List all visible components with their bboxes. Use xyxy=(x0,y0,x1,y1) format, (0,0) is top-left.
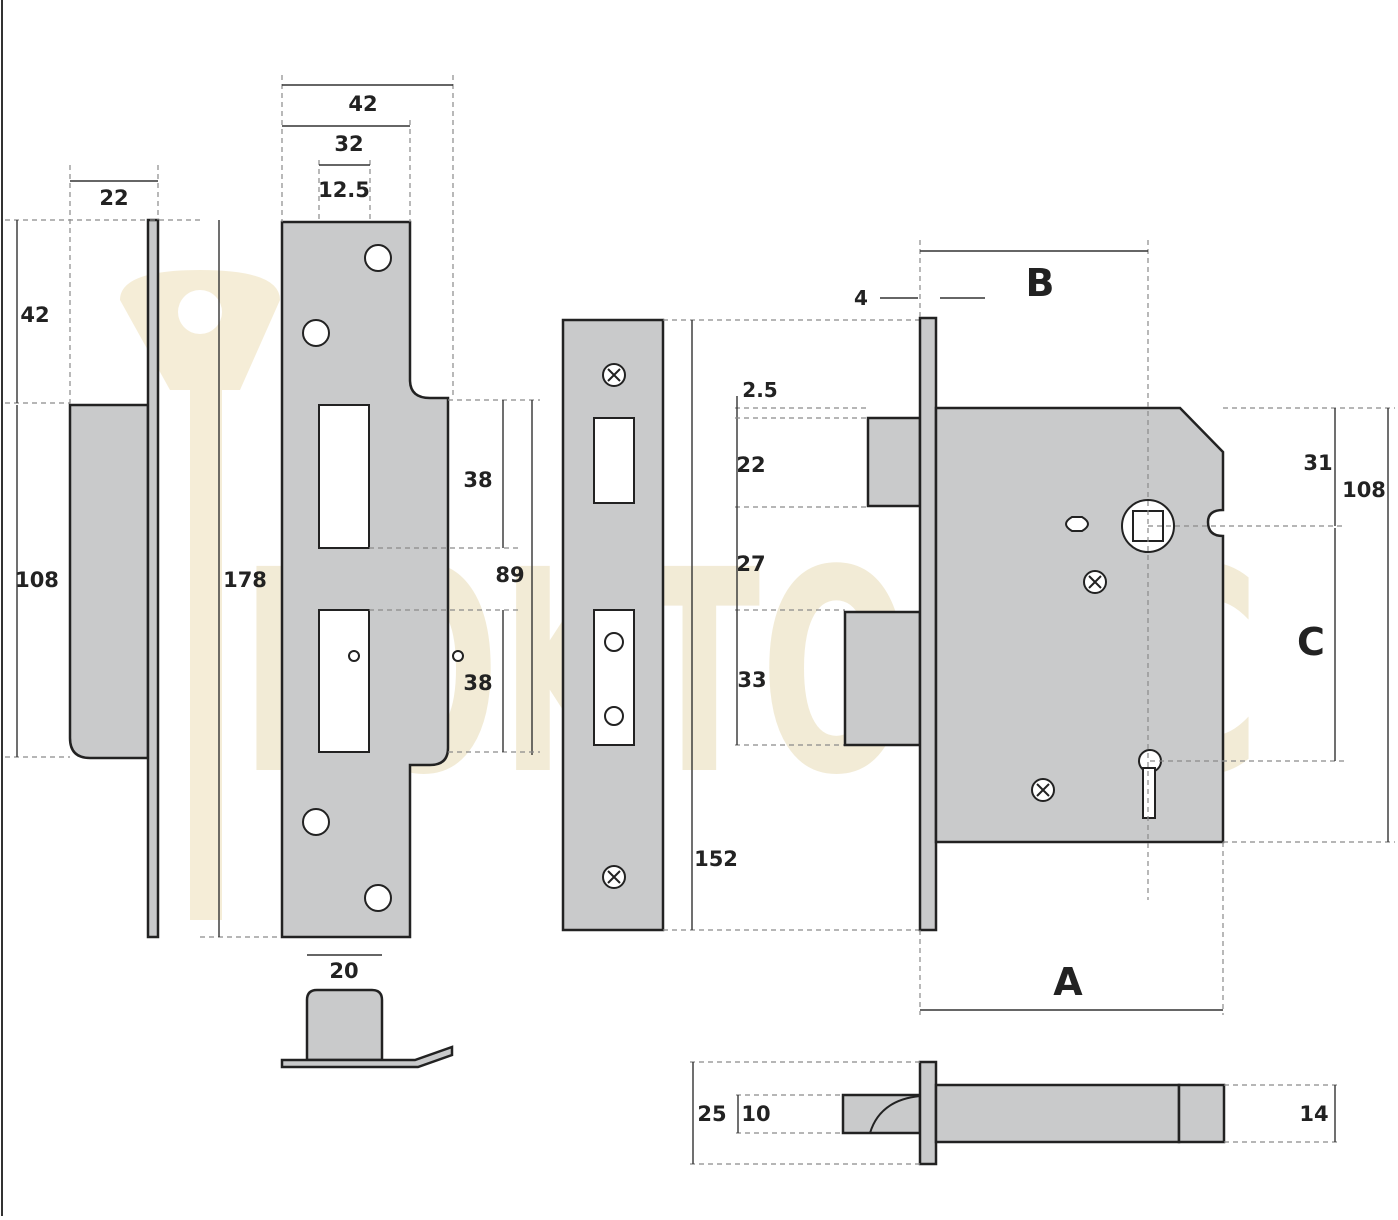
dim-faceplate-latch: 33 xyxy=(735,610,845,746)
dim-faceplate-gap-top: 2.5 xyxy=(735,378,868,420)
bolt-side-view xyxy=(841,1060,1226,1166)
svg-text:89: 89 xyxy=(495,563,524,587)
svg-text:33: 33 xyxy=(737,668,766,692)
dim-faceplate-deadbolt: 22 xyxy=(735,417,868,508)
faceplate-front xyxy=(561,318,665,932)
svg-text:22: 22 xyxy=(736,453,765,477)
svg-text:42: 42 xyxy=(348,92,377,116)
dim-case-total: 108 xyxy=(1223,408,1395,843)
dim-bolt-thickness: 14 xyxy=(1224,1084,1340,1143)
dim-backset: B xyxy=(919,240,1149,900)
dim-forend-thickness: 22 xyxy=(69,165,159,405)
svg-text:B: B xyxy=(1026,261,1055,305)
lock-body xyxy=(843,316,1225,932)
svg-text:4: 4 xyxy=(854,286,868,310)
dim-strike-upper: 38 xyxy=(369,399,540,549)
svg-text:32: 32 xyxy=(334,132,363,156)
svg-text:152: 152 xyxy=(694,847,738,871)
svg-text:178: 178 xyxy=(223,568,267,592)
svg-text:108: 108 xyxy=(15,568,59,592)
svg-text:12.5: 12.5 xyxy=(318,178,370,202)
dim-centres: C xyxy=(1150,528,1345,762)
dim-faceplate-height: 152 xyxy=(663,319,920,931)
dim-strike-centres: 89 xyxy=(495,400,533,755)
svg-text:31: 31 xyxy=(1303,451,1332,475)
dim-strike-inner: 32 xyxy=(282,120,411,222)
svg-text:42: 42 xyxy=(20,303,49,327)
svg-text:20: 20 xyxy=(329,959,358,983)
svg-text:C: C xyxy=(1297,620,1325,664)
dim-case-upper: 31 xyxy=(1148,407,1395,527)
svg-text:14: 14 xyxy=(1299,1102,1328,1126)
svg-text:2.5: 2.5 xyxy=(742,378,777,402)
dim-bolt-total: 25 xyxy=(690,1061,920,1165)
box-keep: 20 xyxy=(280,954,454,1069)
dim-plate-thickness: 4 xyxy=(854,286,985,310)
dim-forend-top: 42 xyxy=(5,219,148,404)
svg-text:38: 38 xyxy=(463,671,492,695)
svg-text:22: 22 xyxy=(99,186,128,210)
svg-text:A: A xyxy=(1053,960,1083,1004)
dim-faceplate-gap-mid: 27 xyxy=(735,507,845,611)
svg-text:108: 108 xyxy=(1342,478,1386,502)
svg-text:27: 27 xyxy=(736,552,765,576)
key-icon xyxy=(120,270,280,920)
svg-text:10: 10 xyxy=(741,1102,770,1126)
dim-case-depth: A xyxy=(919,842,1224,1015)
dim-strike-lower: 38 xyxy=(369,609,540,753)
dim-bolt-inner: 10 xyxy=(736,1094,843,1134)
dim-overall-height: 178 xyxy=(148,219,282,938)
dim-case-height: 108 xyxy=(5,405,70,758)
svg-text:25: 25 xyxy=(697,1102,726,1126)
svg-text:38: 38 xyxy=(463,468,492,492)
strike-plate xyxy=(280,220,464,939)
dim-strike-offset: 12.5 xyxy=(318,160,371,222)
dim-strike-width: 42 xyxy=(281,75,454,398)
